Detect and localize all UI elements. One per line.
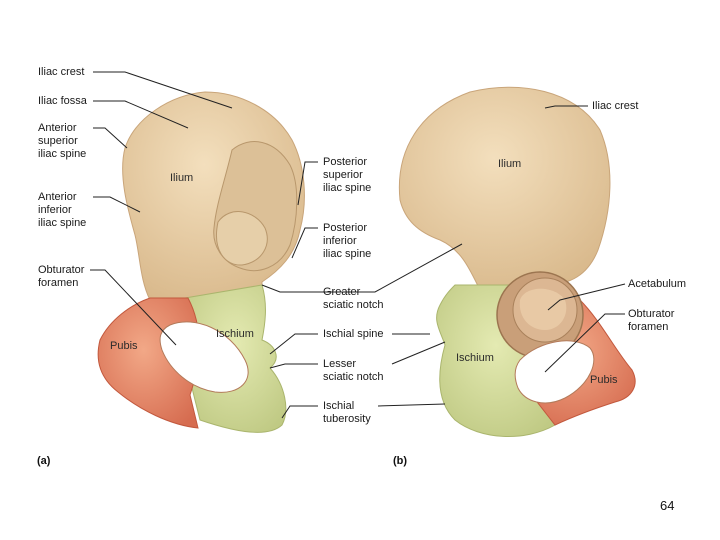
- label-iliac-crest-a: Iliac crest: [38, 66, 84, 79]
- label-obturator-foramen-a: Obturator foramen: [38, 264, 84, 290]
- bone-label-ischium-a: Ischium: [216, 328, 254, 341]
- label-iliac-fossa-a: Iliac fossa: [38, 95, 87, 108]
- leader-ischial-spine-a: [270, 334, 318, 354]
- label-ischial-spine: Ischial spine: [323, 328, 384, 341]
- bone-label-ilium-b: Ilium: [498, 158, 521, 171]
- label-anterior-superior-iliac-spine: Anterior superior iliac spine: [38, 122, 86, 161]
- ilium-b: [399, 87, 610, 290]
- label-iliac-crest-b: Iliac crest: [592, 100, 638, 113]
- bone-label-pubis-b: Pubis: [590, 374, 618, 387]
- label-greater-sciatic-notch: Greater sciatic notch: [323, 286, 384, 312]
- leader-tuberosity-b: [378, 404, 445, 406]
- label-lesser-sciatic-notch: Lesser sciatic notch: [323, 358, 384, 384]
- bone-label-ilium-a: Ilium: [170, 172, 193, 185]
- leader-lesser-notch-b: [392, 342, 445, 364]
- page-number: 64: [660, 498, 674, 513]
- label-anterior-inferior-iliac-spine: Anterior inferior iliac spine: [38, 191, 86, 230]
- label-posterior-inferior-iliac-spine: Posterior inferior iliac spine: [323, 222, 371, 261]
- panel-label-a: (a): [37, 455, 50, 467]
- bone-label-pubis-a: Pubis: [110, 340, 138, 353]
- hip-bone-medial-view: [98, 92, 304, 432]
- leader-asis-a: [93, 128, 127, 148]
- label-acetabulum: Acetabulum: [628, 278, 686, 291]
- label-posterior-superior-iliac-spine: Posterior superior iliac spine: [323, 156, 371, 195]
- bone-label-ischium-b: Ischium: [456, 352, 494, 365]
- leader-lesser-notch-a: [270, 364, 318, 368]
- leader-greater-notch-a: [262, 285, 318, 292]
- leader-tuberosity-a: [282, 406, 318, 418]
- panel-label-b: (b): [393, 455, 407, 467]
- label-ischial-tuberosity: Ischial tuberosity: [323, 400, 371, 426]
- label-obturator-foramen-b: Obturator foramen: [628, 308, 674, 334]
